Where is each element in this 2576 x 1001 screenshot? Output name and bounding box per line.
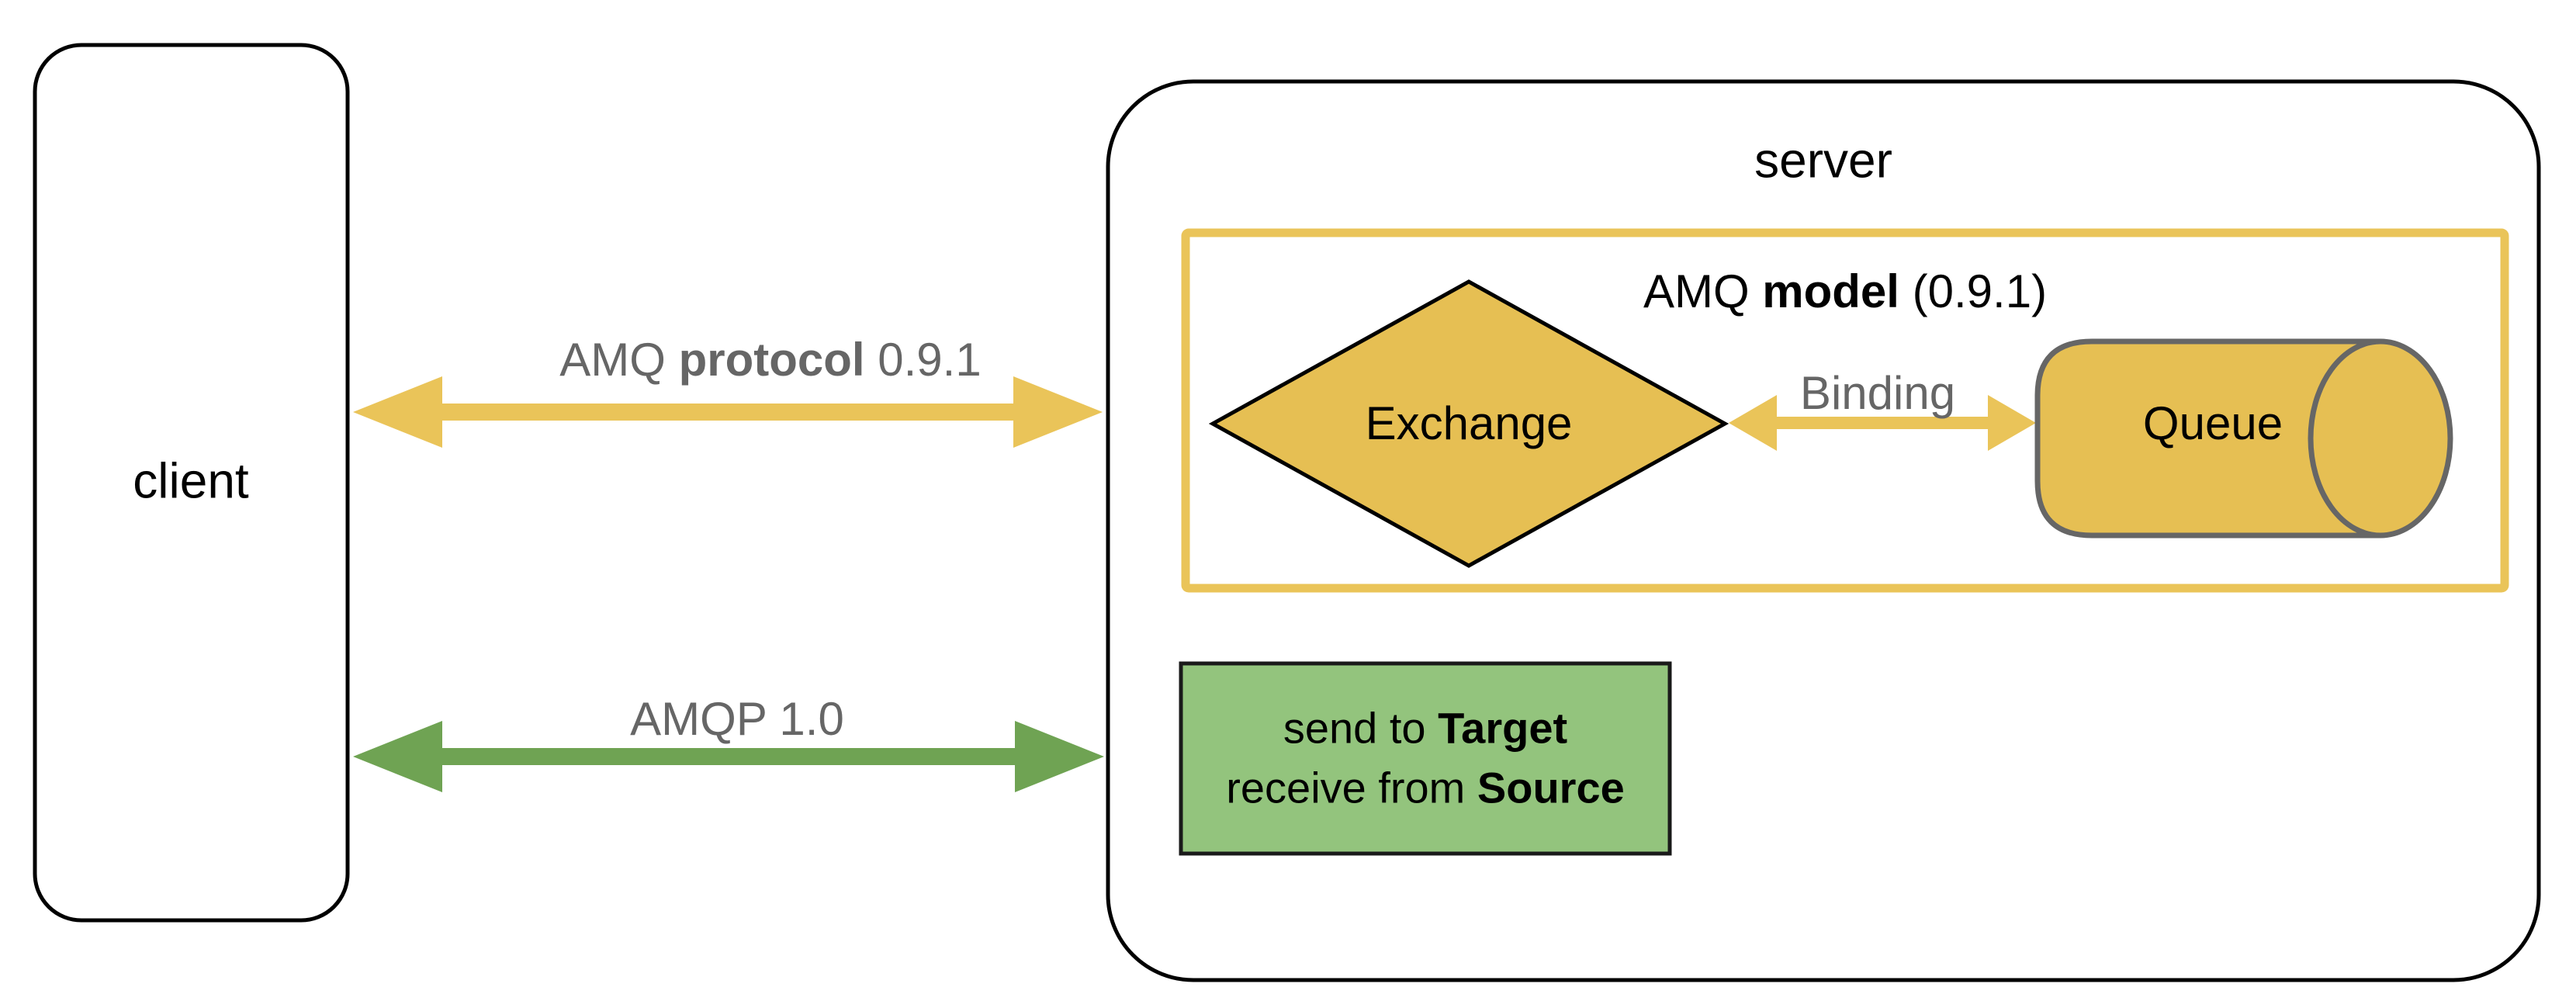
amq-model-label-prefix: AMQ	[1643, 265, 1763, 317]
client-label: client	[133, 452, 249, 509]
amqp-arrow	[353, 721, 1104, 792]
amq-model-label-bold: model	[1762, 265, 1899, 317]
amq-protocol-arrow-label: AMQ protocol 0.9.1	[559, 332, 981, 388]
mapping-box	[1179, 661, 1672, 856]
server-label: server	[1754, 132, 1892, 189]
exchange-diamond	[1208, 279, 1729, 568]
client-box	[33, 43, 350, 923]
amq-protocol-label-suffix: 0.9.1	[864, 334, 982, 386]
amq-protocol-label-bold: protocol	[678, 334, 865, 386]
amq-protocol-arrow	[353, 376, 1103, 448]
amqp-arrow-label: AMQP 1.0	[630, 693, 844, 745]
mapping-box-line1: send to Target	[1283, 703, 1568, 753]
queue-label: Queue	[2142, 397, 2283, 449]
amq-protocol-label-prefix: AMQ	[559, 334, 679, 386]
mapping-box-text: send to Target receive from Source	[1226, 698, 1625, 819]
binding-label: Binding	[1799, 367, 1956, 419]
binding-arrow	[1729, 395, 2036, 451]
amq-model-label: AMQ model (0.9.1)	[1643, 264, 2047, 320]
amq-model-frame	[1181, 228, 2509, 593]
queue-cylinder-body	[2034, 338, 2380, 539]
amq-model-label-suffix: (0.9.1)	[1899, 265, 2048, 317]
exchange-label: Exchange	[1365, 397, 1573, 449]
queue-cylinder-cap	[2308, 338, 2453, 539]
mapping-box-line2: receive from Source	[1226, 764, 1625, 812]
